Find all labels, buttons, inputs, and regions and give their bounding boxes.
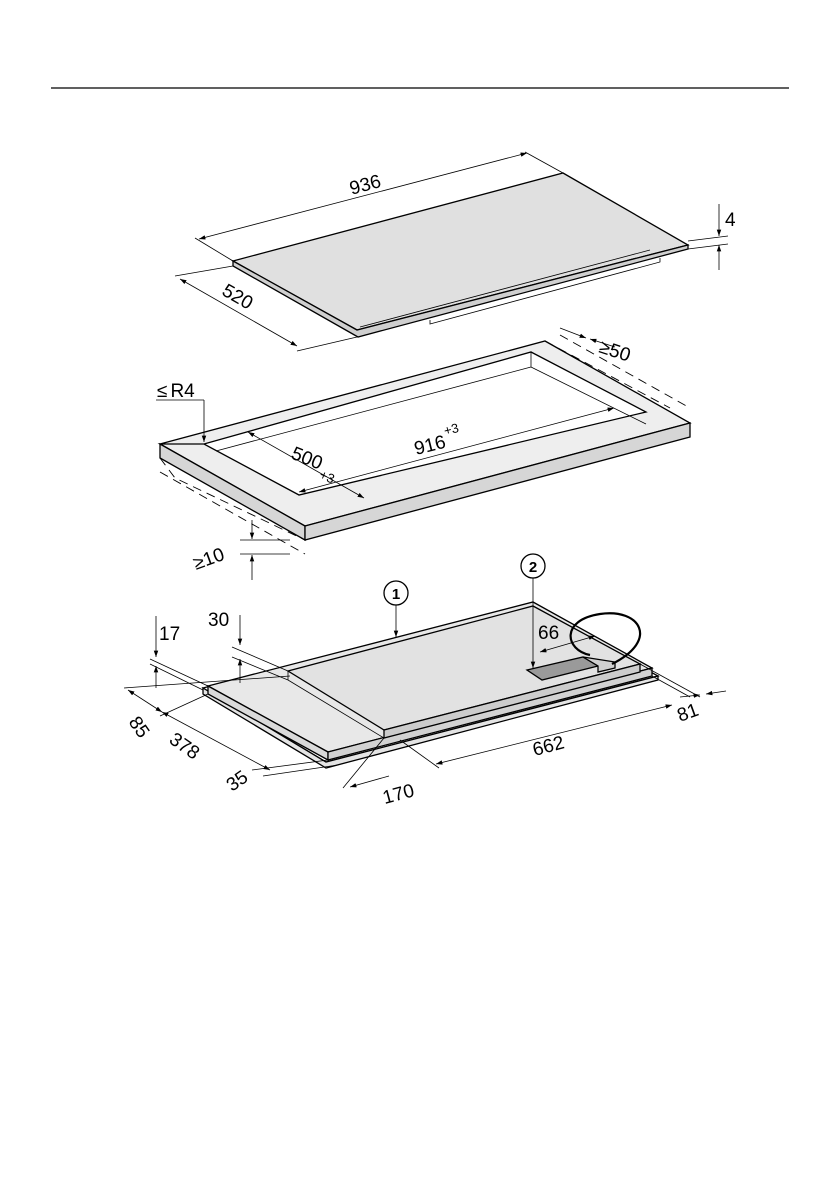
underside-flange-edge (202, 675, 659, 769)
dim-worktop: ≥10 (191, 544, 228, 575)
callout-2-circle (520, 553, 546, 579)
dim-378: 378 (165, 729, 203, 764)
dim-radius: ≤R4 (157, 381, 195, 402)
worktop-cutout (156, 327, 692, 580)
callout-1-circle (383, 580, 409, 606)
dim-500: 500 (288, 443, 325, 474)
dim-85: 85 (124, 713, 153, 742)
dim-936: 936 (347, 171, 383, 199)
hob-underside (123, 578, 727, 789)
callout-1: 1 (392, 586, 400, 603)
hob-panel (174, 151, 729, 352)
dim-line-520 (179, 278, 298, 347)
dim-662: 662 (531, 732, 567, 760)
dim-520: 520 (218, 280, 256, 314)
callout-2: 2 (529, 559, 537, 576)
dim-line-936 (198, 152, 528, 240)
dim-rear-gap: ≥50 (596, 337, 633, 367)
dim-4: 4 (725, 210, 736, 231)
dim-35: 35 (223, 767, 252, 796)
dim-170: 170 (381, 780, 417, 808)
dim-30: 30 (208, 610, 229, 631)
dim-66: 66 (538, 623, 559, 644)
dim-500-tolerance: +3 (317, 467, 336, 486)
dim-line-916 (298, 407, 615, 493)
dim-17: 17 (159, 624, 180, 645)
dim-916: 916 (412, 432, 448, 460)
dim-81: 81 (675, 700, 702, 727)
dim-916-tolerance: +3 (442, 420, 460, 438)
